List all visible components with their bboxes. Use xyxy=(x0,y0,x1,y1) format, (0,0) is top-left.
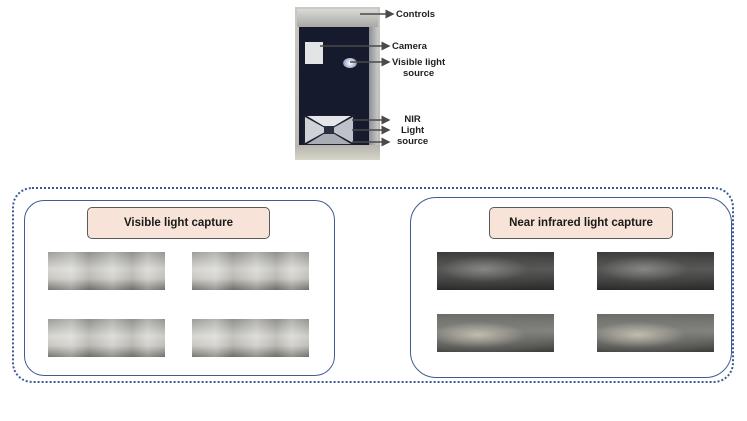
capture-comparison-frame xyxy=(12,187,734,383)
nir-capture-1 xyxy=(437,252,554,290)
label-nir-light-source: NIR Light source xyxy=(397,114,429,147)
nir-capture-title: Near infrared light capture xyxy=(489,207,673,239)
label-camera: Camera xyxy=(392,41,427,52)
visible-capture-3 xyxy=(48,319,165,357)
device-controls-area xyxy=(297,9,378,27)
camera-module xyxy=(305,42,323,64)
nir-capture-3 xyxy=(437,314,554,352)
nir-capture-2 xyxy=(597,252,714,290)
nir-capture-panel xyxy=(410,197,732,378)
device-side-panel xyxy=(369,27,378,145)
visible-capture-4 xyxy=(192,319,309,357)
visible-light-source-glow xyxy=(343,58,357,68)
visible-capture-2 xyxy=(192,252,309,290)
label-controls: Controls xyxy=(396,9,436,20)
device-photo xyxy=(295,7,380,160)
label-visible-light-source: Visible light source xyxy=(392,57,446,79)
visible-capture-1 xyxy=(48,252,165,290)
device-enclosure xyxy=(299,27,369,145)
nir-light-array xyxy=(303,115,355,145)
visible-capture-panel xyxy=(24,200,335,376)
visible-capture-title: Visible light capture xyxy=(87,207,270,239)
nir-capture-4 xyxy=(597,314,714,352)
device-base xyxy=(295,145,380,160)
